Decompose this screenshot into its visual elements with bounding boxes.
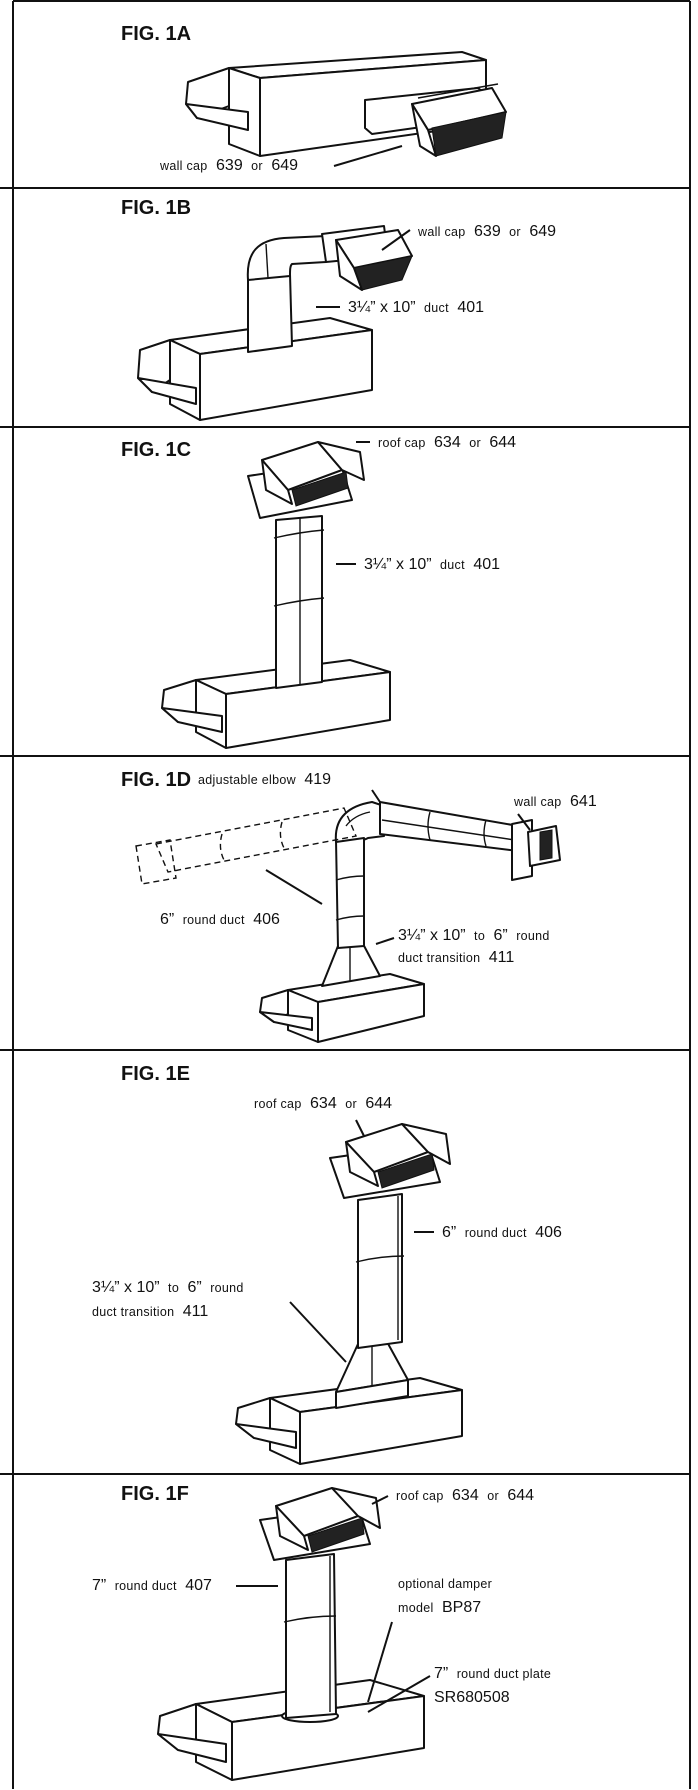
wall-cap [511,819,561,881]
label-roof-cap: roof cap 634 or 644 [254,1095,392,1112]
roof-cap [345,1123,451,1189]
figure-1a: FIG. 1A wall cap 639 or 649 [121,23,507,174]
label-damper-line-1: optional damper [398,1577,492,1591]
label-duct: 3¼” x 10” duct 401 [364,556,500,573]
label-duct-plate-line-1: 7” round duct plate [434,1665,551,1682]
label-wall-cap: wall cap 641 [513,793,597,810]
label-round-duct: 6” round duct 406 [160,911,280,928]
roof-cap [275,1487,381,1553]
leader-line [289,1301,347,1363]
figure-title: FIG. 1F [121,1483,189,1505]
leader-line [371,1495,389,1505]
label-round-duct: 6” round duct 406 [442,1224,562,1241]
leader-line [367,1621,393,1703]
figure-1f: FIG. 1F roof cap 634 or 64 [92,1483,551,1781]
vertical-duct [246,235,327,353]
figure-1d: FIG. 1D adjustable elbow 419 [121,769,597,1043]
label-transition-line-2: duct transition 411 [398,949,514,966]
label-transition-line-1: 3¼” x 10” to 6” round [92,1279,244,1296]
label-round-duct: 7” round duct 407 [92,1577,212,1594]
range-hood-body [157,1679,425,1781]
label-damper-line-2: model BP87 [398,1599,481,1616]
leader-line [333,145,403,167]
roof-cap [261,441,365,507]
label-wall-cap: wall cap 639 or 649 [159,157,298,174]
vertical-duct [273,515,325,689]
figure-title: FIG. 1C [121,439,191,461]
horizontal-round-duct [379,801,531,853]
leader-line [375,937,395,945]
label-adjustable-elbow: adjustable elbow 419 [198,771,331,788]
range-hood-body [137,317,373,421]
label-wall-cap: wall cap 639 or 649 [417,223,556,240]
leader-line [381,229,411,251]
figure-title: FIG. 1E [121,1063,190,1085]
leader-line [517,813,531,831]
label-roof-cap: roof cap 634 or 644 [396,1487,534,1504]
vertical-round-duct [355,1193,405,1349]
leader-line [265,869,323,905]
wall-cap [411,83,507,157]
vertical-round-duct [283,1553,337,1719]
label-roof-cap: roof cap 634 or 644 [378,434,516,451]
figure-title: FIG. 1B [121,197,191,219]
wall-cap [321,225,413,291]
figure-title: FIG. 1D [121,769,191,791]
label-duct: 3¼” x 10” duct 401 [348,299,484,316]
label-transition-line-2: duct transition 411 [92,1303,208,1320]
label-duct-plate-line-2: SR680508 [434,1689,510,1706]
figure-1e: FIG. 1E roof cap 634 or 644 [92,1063,562,1465]
dashed-alternate-position [135,807,357,885]
figure-1c: FIG. 1C roof cap 634 or 64 [121,434,516,749]
leader-line [367,1675,431,1713]
range-hood-body [259,973,425,1043]
figure-title: FIG. 1A [121,23,191,45]
vertical-round-duct [335,835,365,949]
label-transition-line-1: 3¼” x 10” to 6” round [398,927,550,944]
figure-1b: FIG. 1B wall cap 639 or 649 [121,197,556,421]
duct-transition [335,1339,409,1409]
